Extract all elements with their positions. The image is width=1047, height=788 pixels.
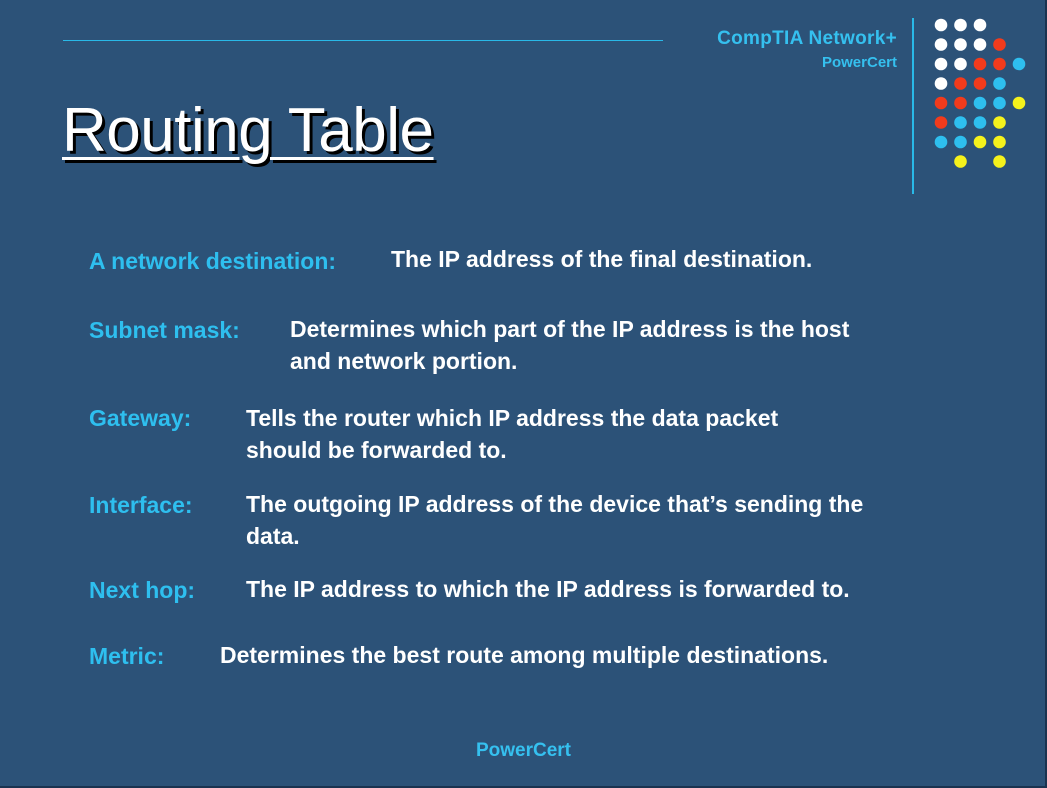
logo-dot-white <box>973 18 987 32</box>
logo-dot-white <box>934 77 948 90</box>
header-rule <box>63 40 663 41</box>
logo-dot-white <box>954 57 967 71</box>
logo-dot-yellow <box>973 135 987 149</box>
logo-dot-white <box>954 18 967 32</box>
logo-dot-red <box>954 96 967 110</box>
desc-metric: Determines the best route among multiple… <box>220 639 828 671</box>
desc-line: The IP address of the final destination. <box>391 246 813 272</box>
desc-line: Determines which part of the IP address … <box>290 316 850 342</box>
slide-title: Routing Table <box>62 96 434 165</box>
logo-divider <box>912 18 914 194</box>
logo-dot-blue <box>954 116 967 129</box>
desc-interface: The outgoing IP address of the device th… <box>246 488 863 552</box>
term-network-destination: A network destination: <box>89 248 337 274</box>
brand-title: CompTIA Network+ <box>717 28 897 49</box>
desc-line: and network portion. <box>290 348 518 374</box>
logo-dot-red <box>934 116 948 129</box>
logo-dot-blue <box>1012 57 1026 71</box>
desc-line: The IP address to which the IP address i… <box>246 576 850 602</box>
logo-dot-blue <box>993 96 1006 110</box>
logo-dot-red <box>973 77 987 90</box>
desc-network-destination: The IP address of the final destination. <box>391 243 812 275</box>
logo-dot-yellow <box>993 135 1006 149</box>
desc-subnet-mask: Determines which part of the IP address … <box>290 313 849 377</box>
logo-dot-blue <box>993 77 1006 90</box>
term-metric: Metric: <box>89 643 165 669</box>
desc-line: Determines the best route among multiple… <box>220 642 829 668</box>
logo-dot-blue <box>973 116 987 129</box>
logo-dot-yellow <box>993 155 1006 168</box>
logo-dot-white <box>934 18 948 32</box>
term-gateway: Gateway: <box>89 405 192 431</box>
logo-dot-red <box>973 57 987 71</box>
desc-next-hop: The IP address to which the IP address i… <box>246 573 850 605</box>
desc-line: should be forwarded to. <box>246 437 507 463</box>
logo-dot-white <box>934 57 948 71</box>
footer-brand: PowerCert <box>475 740 572 761</box>
logo-dot-white <box>973 38 987 51</box>
logo-dot-blue <box>973 96 987 110</box>
logo-dot-red <box>993 57 1006 71</box>
logo-dot-red <box>993 38 1006 51</box>
desc-line: data. <box>246 523 300 549</box>
logo-dot-yellow <box>993 116 1006 129</box>
logo-dot-blue <box>954 135 967 149</box>
term-next-hop: Next hop: <box>89 577 196 603</box>
term-interface: Interface: <box>89 492 193 518</box>
brand-subtitle: PowerCert <box>821 54 897 71</box>
logo-dot-yellow <box>954 155 967 168</box>
logo-dot-yellow <box>1012 96 1026 110</box>
logo-dot-red <box>934 96 948 110</box>
desc-gateway: Tells the router which IP address the da… <box>246 402 778 466</box>
logo-dot-white <box>934 38 948 51</box>
desc-line: The outgoing IP address of the device th… <box>246 491 864 517</box>
logo-dot-blue <box>934 135 948 149</box>
logo-dot-red <box>954 77 967 90</box>
term-subnet-mask: Subnet mask: <box>89 317 240 343</box>
desc-line: Tells the router which IP address the da… <box>246 405 779 431</box>
logo-dot-white <box>954 38 967 51</box>
